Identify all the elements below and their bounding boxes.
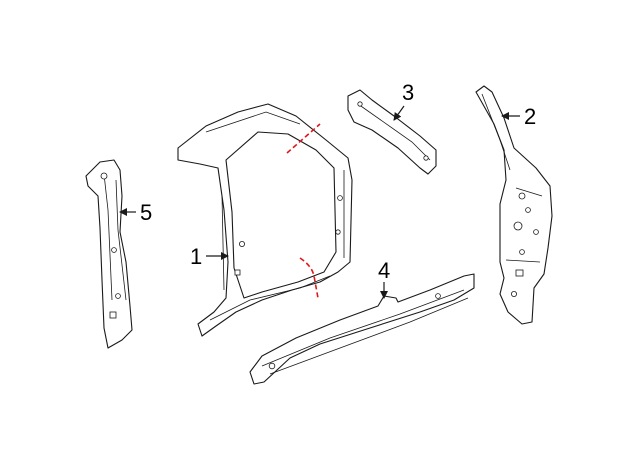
callout-5: 5 <box>140 200 152 225</box>
cut-line-lower <box>299 257 319 299</box>
part-1-body-side-frame[interactable] <box>177 103 353 337</box>
part-4-rocker-panel[interactable] <box>249 273 475 385</box>
part-5-b-pillar[interactable] <box>85 159 133 349</box>
part-2-hinge-pillar[interactable] <box>475 85 553 325</box>
callout-2: 2 <box>524 104 536 129</box>
cut-line-upper <box>286 123 321 154</box>
callout-1: 1 <box>190 244 202 269</box>
callout-3: 3 <box>402 80 414 105</box>
callout-4: 4 <box>378 258 390 283</box>
part-3-roof-rail-reinforcement[interactable] <box>347 89 437 175</box>
leader-3 <box>393 105 405 121</box>
